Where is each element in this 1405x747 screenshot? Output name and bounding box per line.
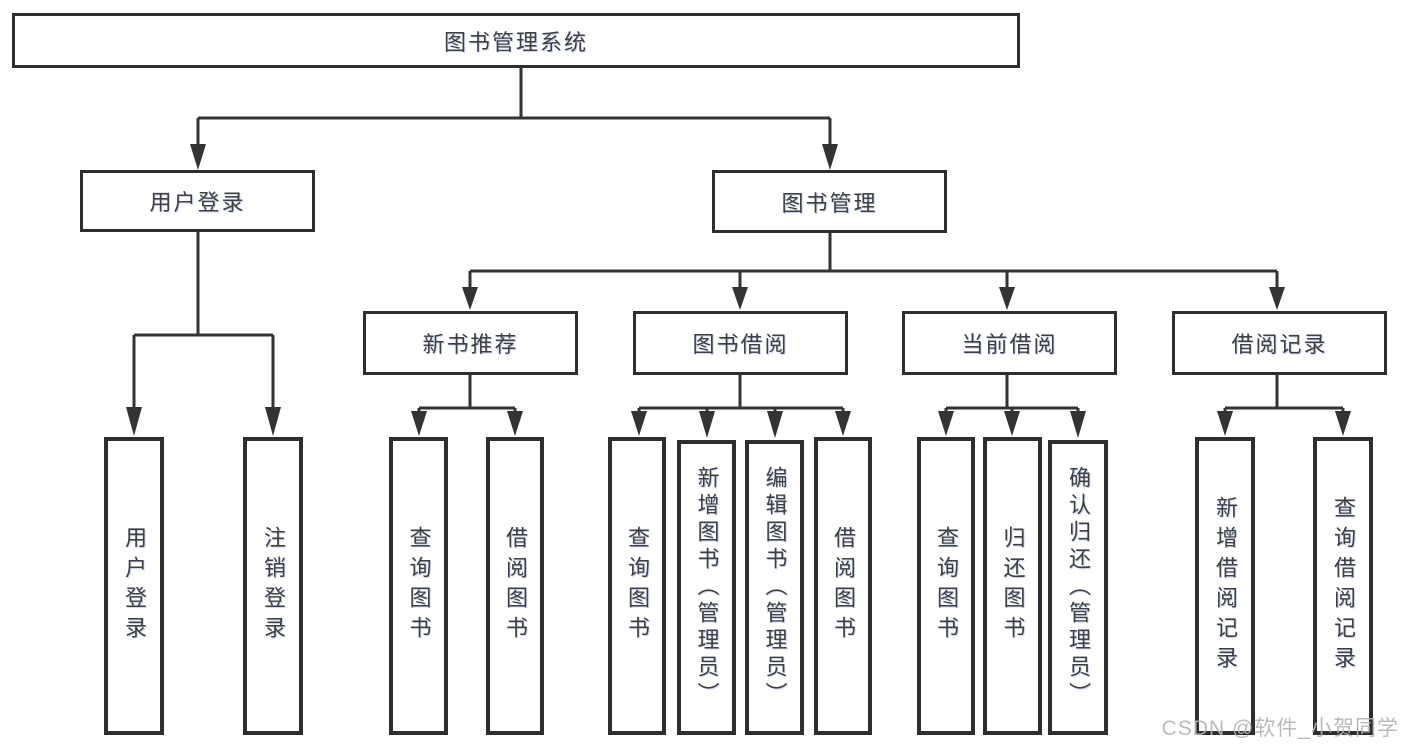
node-leaf-recommend-borrow-book-label: 借阅图书 xyxy=(503,526,528,646)
node-book-borrow-label: 图书借阅 xyxy=(692,332,789,357)
arrowhead xyxy=(999,287,1015,310)
node-leaf-user-login-label: 用户登录 xyxy=(122,526,147,646)
node-leaf-current-query-book: 查询图书 xyxy=(917,437,975,735)
csdn-watermark: CSDN @软件_小贺同学 xyxy=(1161,717,1399,740)
node-leaf-borrow-borrow-book: 借阅图书 xyxy=(814,437,872,735)
arrowhead xyxy=(1335,411,1351,436)
node-leaf-current-confirm-return: 确认归还（管理员） xyxy=(1048,440,1108,735)
connector-user-login-to-leaves xyxy=(132,232,275,412)
arrowhead xyxy=(126,407,142,436)
connector-root-to-level2 xyxy=(196,68,832,150)
arrowhead xyxy=(699,411,715,438)
node-leaf-recommend-query-book: 查询图书 xyxy=(389,437,448,735)
connector-book-management-to-level3 xyxy=(468,233,1279,292)
node-book-borrow: 图书借阅 xyxy=(633,311,848,375)
node-leaf-record-add-record-label: 新增借阅记录 xyxy=(1213,496,1238,676)
arrowhead xyxy=(1004,411,1020,436)
arrowhead xyxy=(631,411,647,436)
node-leaf-recommend-query-book-label: 查询图书 xyxy=(406,526,432,646)
arrowhead xyxy=(822,144,838,170)
arrowhead xyxy=(190,144,206,170)
node-current-borrow: 当前借阅 xyxy=(902,311,1117,375)
node-leaf-record-add-record: 新增借阅记录 xyxy=(1195,437,1255,735)
node-new-book-recommend: 新书推荐 xyxy=(363,311,578,375)
arrowhead xyxy=(938,411,954,436)
arrowhead xyxy=(732,287,748,310)
node-book-management-label: 图书管理 xyxy=(781,190,878,216)
arrowhead xyxy=(1070,411,1086,438)
node-leaf-borrow-add-book-label: 新增图书（管理员） xyxy=(694,466,720,709)
connector-borrow-record-to-leaves xyxy=(1223,375,1345,416)
node-user-login: 用户登录 xyxy=(80,170,315,232)
node-new-book-recommend-label: 新书推荐 xyxy=(422,332,519,357)
node-borrow-record: 借阅记录 xyxy=(1172,311,1387,375)
node-leaf-current-confirm-return-label: 确认归还（管理员） xyxy=(1066,466,1091,709)
node-book-management: 图书管理 xyxy=(712,170,947,233)
arrowhead xyxy=(1269,287,1285,310)
node-user-login-label: 用户登录 xyxy=(149,190,246,215)
node-leaf-record-query-record-label: 查询借阅记录 xyxy=(1331,496,1356,676)
node-leaf-borrow-add-book: 新增图书（管理员） xyxy=(677,440,736,735)
node-leaf-borrow-query-book-label: 查询图书 xyxy=(625,526,650,646)
node-borrow-record-label: 借阅记录 xyxy=(1231,332,1328,357)
arrowhead xyxy=(411,411,427,436)
node-leaf-borrow-query-book: 查询图书 xyxy=(608,437,666,735)
node-leaf-borrow-edit-book-label: 编辑图书（管理员） xyxy=(762,466,788,709)
node-leaf-current-query-book-label: 查询图书 xyxy=(934,526,959,646)
connector-current-borrow-to-leaves xyxy=(944,375,1080,416)
connector-new-book-recommend-to-leaves xyxy=(417,375,517,416)
arrowhead xyxy=(1217,411,1233,436)
node-leaf-logout: 注销登录 xyxy=(243,437,303,735)
connector-book-borrow-to-leaves xyxy=(637,375,845,416)
arrowhead xyxy=(507,411,523,436)
node-leaf-borrow-borrow-book-label: 借阅图书 xyxy=(831,526,856,646)
node-leaf-user-login: 用户登录 xyxy=(104,437,164,735)
node-leaf-logout-label: 注销登录 xyxy=(261,526,286,646)
arrowhead xyxy=(462,287,478,310)
node-root-label: 图书管理系统 xyxy=(443,29,588,55)
arrowhead xyxy=(835,411,851,436)
node-leaf-current-return-book-label: 归还图书 xyxy=(1000,526,1026,646)
arrowhead xyxy=(767,411,783,438)
node-leaf-record-query-record: 查询借阅记录 xyxy=(1313,437,1373,735)
node-leaf-borrow-edit-book: 编辑图书（管理员） xyxy=(745,440,804,735)
node-leaf-current-return-book: 归还图书 xyxy=(983,437,1042,735)
node-leaf-recommend-borrow-book: 借阅图书 xyxy=(486,437,544,735)
node-root: 图书管理系统 xyxy=(12,13,1020,68)
node-current-borrow-label: 当前借阅 xyxy=(961,332,1058,357)
arrowhead xyxy=(265,407,281,436)
